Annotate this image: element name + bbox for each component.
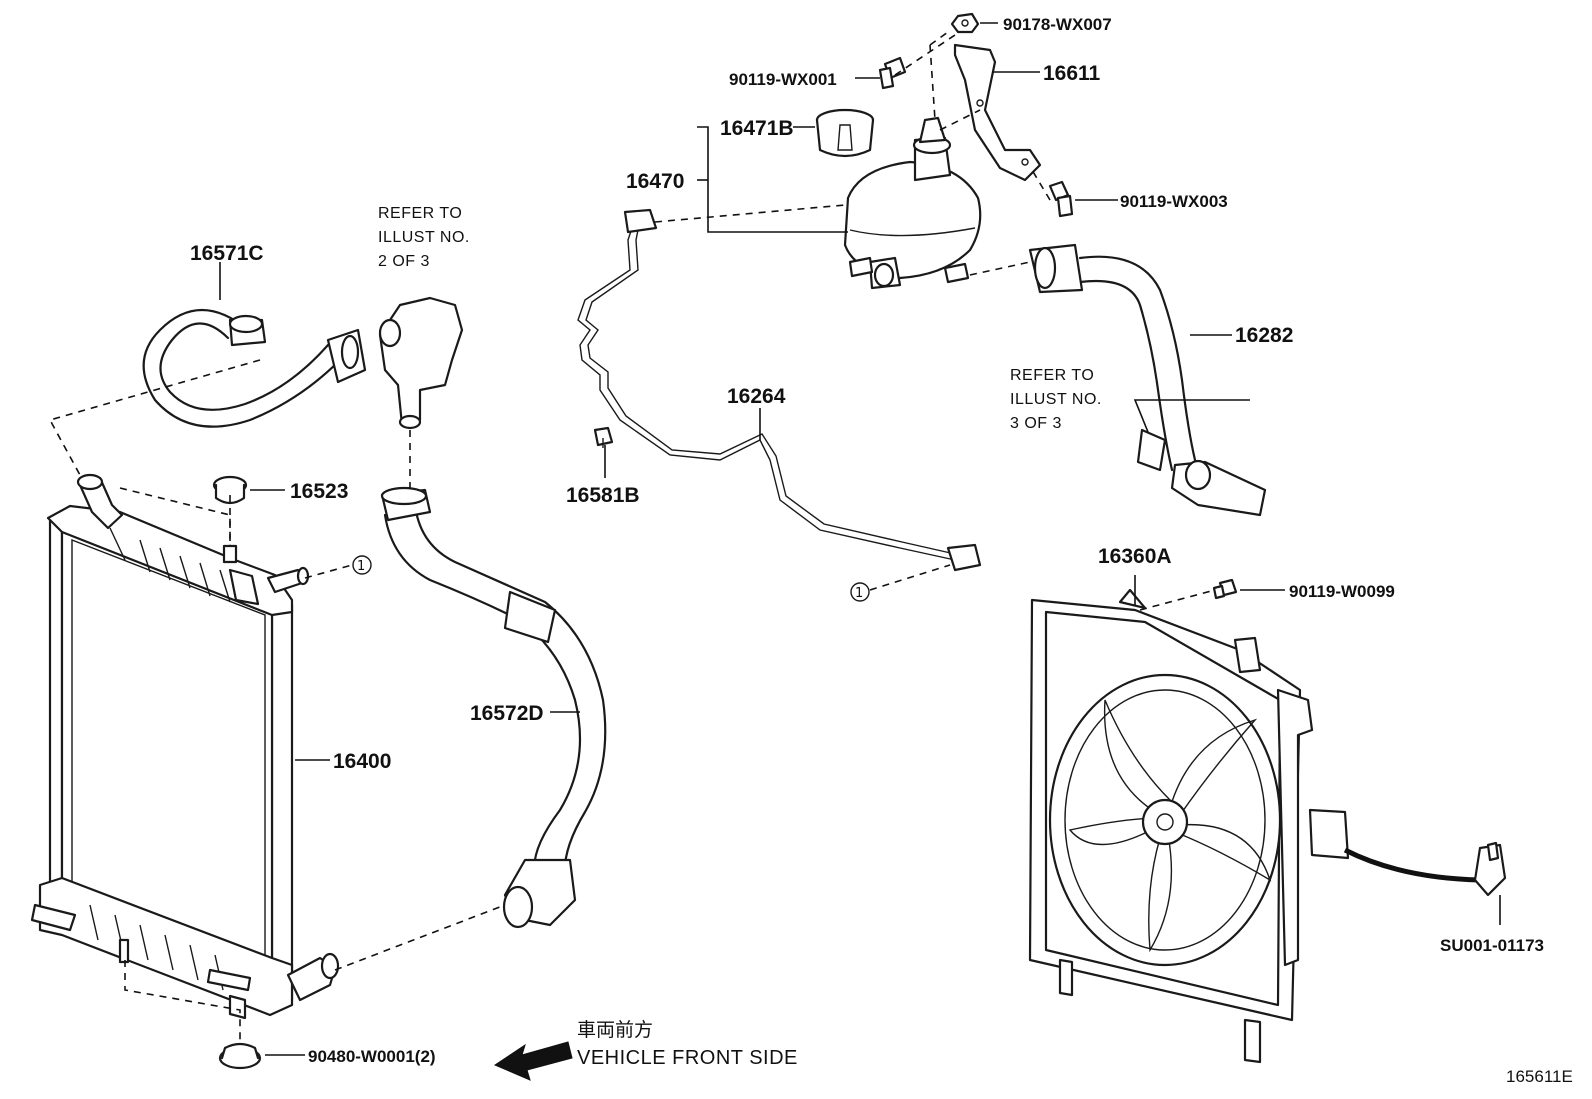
label-16400: 16400 bbox=[333, 750, 391, 773]
clip-16581b bbox=[593, 426, 614, 448]
label-16471b: 16471B bbox=[720, 117, 794, 140]
ref-marker-hose: 1 bbox=[850, 582, 870, 602]
vehicle-front-arrow bbox=[493, 1041, 573, 1081]
label-16611: 16611 bbox=[1043, 62, 1101, 85]
direction-japanese: 車両前方 bbox=[577, 1019, 653, 1041]
leader-lines bbox=[219, 22, 1501, 1056]
label-90178-wx007: 90178-WX007 bbox=[1003, 15, 1112, 34]
label-90119-wx001: 90119-WX001 bbox=[729, 70, 837, 89]
label-16264: 16264 bbox=[727, 385, 786, 408]
bolt-90119-wx001 bbox=[878, 56, 907, 90]
label-16282: 16282 bbox=[1235, 324, 1293, 347]
hose-16282 bbox=[1028, 243, 1267, 517]
upper-hose-16571c bbox=[142, 309, 367, 428]
refer-note-left-line3: 2 OF 3 bbox=[378, 253, 430, 270]
refer-note-2-of-3: REFER TO ILLUST NO. 2 OF 3 bbox=[378, 205, 470, 270]
connector-su001-01173 bbox=[1343, 841, 1507, 897]
ref-marker-radiator: 1 bbox=[352, 555, 372, 575]
refer-note-right-line2: ILLUST NO. bbox=[1010, 391, 1102, 408]
label-90119-w0099: 90119-W0099 bbox=[1289, 582, 1395, 601]
dashed-guide-lines bbox=[48, 31, 1216, 1040]
label-16581b: 16581B bbox=[566, 484, 640, 507]
refer-note-3-of-3: REFER TO ILLUST NO. 3 OF 3 bbox=[1010, 367, 1102, 432]
label-16523: 16523 bbox=[290, 480, 348, 503]
figure-id: 165611E bbox=[1506, 1067, 1573, 1086]
ref-marker-hose-text: 1 bbox=[855, 586, 863, 601]
label-su001-01173: SU001-01173 bbox=[1440, 936, 1544, 955]
bottom-cushion-90480 bbox=[218, 1042, 262, 1070]
label-16360a: 16360A bbox=[1098, 545, 1172, 568]
label-16571c: 16571C bbox=[190, 242, 264, 265]
label-90480-w0001: 90480-W0001(2) bbox=[308, 1047, 436, 1066]
label-16572d: 16572D bbox=[470, 702, 544, 725]
reservoir-cap-16471b bbox=[815, 108, 875, 158]
mount-cushion-16523 bbox=[212, 475, 248, 564]
bypass-hose-16264 bbox=[577, 208, 982, 572]
bolt-90119-w0099 bbox=[1212, 578, 1238, 600]
refer-note-left-line2: ILLUST NO. bbox=[378, 229, 470, 246]
direction-english: VEHICLE FRONT SIDE bbox=[577, 1047, 798, 1069]
label-90119-wx003: 90119-WX003 bbox=[1120, 192, 1228, 211]
thermostat-housing bbox=[378, 296, 464, 430]
coolant-reservoir-16470 bbox=[843, 116, 982, 290]
refer-note-right-line1: REFER TO bbox=[1010, 367, 1094, 384]
nut-90178-wx007 bbox=[950, 12, 980, 34]
radiator-drawing bbox=[30, 473, 340, 1020]
label-16470: 16470 bbox=[626, 170, 684, 193]
ref-marker-radiator-text: 1 bbox=[357, 559, 365, 574]
refer-note-left-line1: REFER TO bbox=[378, 205, 462, 222]
bracket-16611 bbox=[953, 43, 1042, 182]
refer-note-right-line3: 3 OF 3 bbox=[1010, 415, 1062, 432]
lower-hose-16572d bbox=[380, 486, 607, 929]
fan-shroud-16360a bbox=[1028, 588, 1350, 1064]
bolt-90119-wx003 bbox=[1048, 180, 1074, 218]
